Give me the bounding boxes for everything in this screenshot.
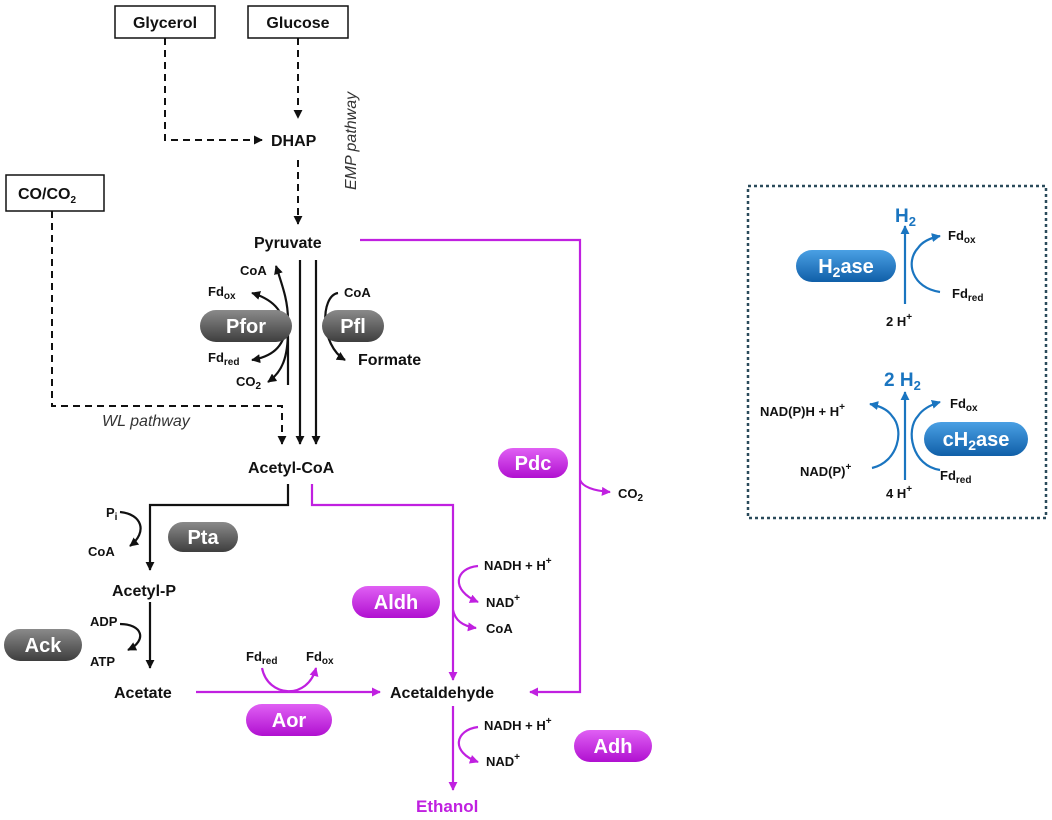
ch2ase-nadp-curve: [869, 401, 900, 470]
acetate-label: Acetate: [114, 685, 172, 702]
aor-fdox-label: Fdox: [306, 649, 334, 667]
glycerol-to-dhap-arrow: [164, 38, 263, 145]
acetaldehyde-label: Acetaldehyde: [390, 685, 494, 702]
aldh-nadh-curve: [457, 564, 479, 604]
svg-text:H2ase: H2ase: [818, 256, 874, 280]
co-co2-box: CO/CO2: [5, 174, 105, 212]
adh-nadh-curve: [457, 725, 479, 764]
h2ase-reaction: [900, 225, 941, 304]
pdc-enzyme-pill: Pdc: [498, 448, 568, 478]
svg-text:Adh: Adh: [594, 736, 633, 758]
svg-text:Ack: Ack: [25, 635, 63, 657]
h2ase-fdred-label: Fdred: [952, 286, 983, 304]
ack-adp-curve: [119, 622, 142, 651]
svg-text:Pdc: Pdc: [515, 453, 552, 475]
aldh-coa-curve: [451, 609, 477, 632]
acetyl-p-label: Acetyl-P: [112, 583, 176, 600]
h2ase-enzyme-pill: H2ase: [796, 250, 896, 282]
adh-nadh-label: NADH + H+: [484, 716, 552, 733]
pfor-fdred-label: Fdred: [208, 350, 239, 368]
h2ase-2h-label: 2 H+: [886, 312, 912, 329]
svg-text:Pta: Pta: [187, 527, 219, 549]
pyruvate-to-acetylcoa-arrows: [251, 260, 346, 445]
ack-enzyme-pill: Ack: [4, 629, 82, 661]
aor-fd-curve: [260, 667, 319, 693]
pta-pi-curve: [119, 510, 142, 547]
svg-text:Aldh: Aldh: [374, 592, 418, 614]
ethanol-pathway-arrows: [196, 238, 611, 791]
ch2ase-fd-curve: [910, 400, 941, 472]
pfor-fdox-label: Fdox: [208, 284, 236, 302]
pfor-co2-label: CO2: [236, 374, 262, 392]
pfl-enzyme-pill: Pfl: [322, 310, 384, 342]
ack-adp-label: ADP: [90, 614, 118, 629]
formate-label: Formate: [358, 352, 421, 369]
ch2ase-nadph-label: NAD(P)H + H+: [760, 402, 845, 419]
pdc-co2-arrow: [578, 479, 611, 496]
svg-text:cH2ase: cH2ase: [943, 429, 1010, 453]
ch2ase-reaction: [869, 391, 941, 480]
pta-coa-label: CoA: [88, 544, 115, 559]
wl-pathway-label: WL pathway: [102, 413, 191, 430]
adh-enzyme-pill: Adh: [574, 730, 652, 762]
aor-fdred-label: Fdred: [246, 649, 277, 667]
pdc-co2-label: CO2: [618, 486, 644, 504]
glucose-label: Glucose: [266, 15, 329, 32]
ethanol-label: Ethanol: [416, 797, 478, 816]
h2ase-fd-curve: [910, 233, 941, 294]
co-to-acetylcoa-arrow: [51, 211, 287, 445]
h2ase-fdox-label: Fdox: [948, 228, 976, 246]
aldh-coa-label: CoA: [486, 621, 513, 636]
pfl-coa-label: CoA: [344, 285, 371, 300]
hydrogenase-inset: H2 Fdox Fdred 2 H+ H2ase 2 H2 Fdox NAD(P…: [746, 184, 1048, 520]
two-h2-label: 2 H2: [884, 370, 921, 393]
ch2ase-fdox-label: Fdox: [950, 396, 978, 414]
pyruvate-label: Pyruvate: [254, 235, 322, 252]
aor-enzyme-pill: Aor: [246, 704, 332, 736]
ch2ase-4h-label: 4 H+: [886, 484, 912, 501]
pfor-enzyme-pill: Pfor: [200, 310, 292, 342]
pta-pi-label: Pi: [106, 505, 118, 523]
aldh-nadh-label: NADH + H+: [484, 556, 552, 573]
ch2ase-nadp-label: NAD(P)+: [800, 462, 852, 479]
upstream-dashed-arrows: [51, 38, 303, 445]
adh-nad-label: NAD+: [486, 752, 520, 769]
glycerol-label: Glycerol: [133, 15, 197, 32]
acetylcoa-to-acetaldehyde-arrow: [310, 484, 458, 681]
pta-enzyme-pill: Pta: [168, 522, 238, 552]
glucose-box: Glucose: [247, 5, 349, 39]
ch2ase-fdred-label: Fdred: [940, 468, 971, 486]
acetate-branch-arrows: [119, 484, 290, 669]
aldh-enzyme-pill: Aldh: [352, 586, 440, 618]
ch2ase-enzyme-pill: cH2ase: [924, 422, 1028, 456]
aldh-nad-label: NAD+: [486, 593, 520, 610]
ack-atp-label: ATP: [90, 654, 115, 669]
pyruvate-pdc-arrow: [360, 238, 582, 697]
acetyl-coa-label: Acetyl-CoA: [248, 460, 335, 477]
dhap-label: DHAP: [271, 133, 317, 150]
svg-text:Aor: Aor: [272, 710, 307, 732]
pfor-coa-label: CoA: [240, 263, 267, 278]
svg-text:Pfor: Pfor: [226, 316, 266, 338]
glycerol-box: Glycerol: [114, 5, 216, 39]
emp-pathway-label: EMP pathway: [343, 91, 360, 190]
svg-text:Pfl: Pfl: [340, 316, 366, 338]
h2-label: H2: [895, 206, 916, 229]
co-co2-label: CO/CO2: [18, 186, 76, 206]
